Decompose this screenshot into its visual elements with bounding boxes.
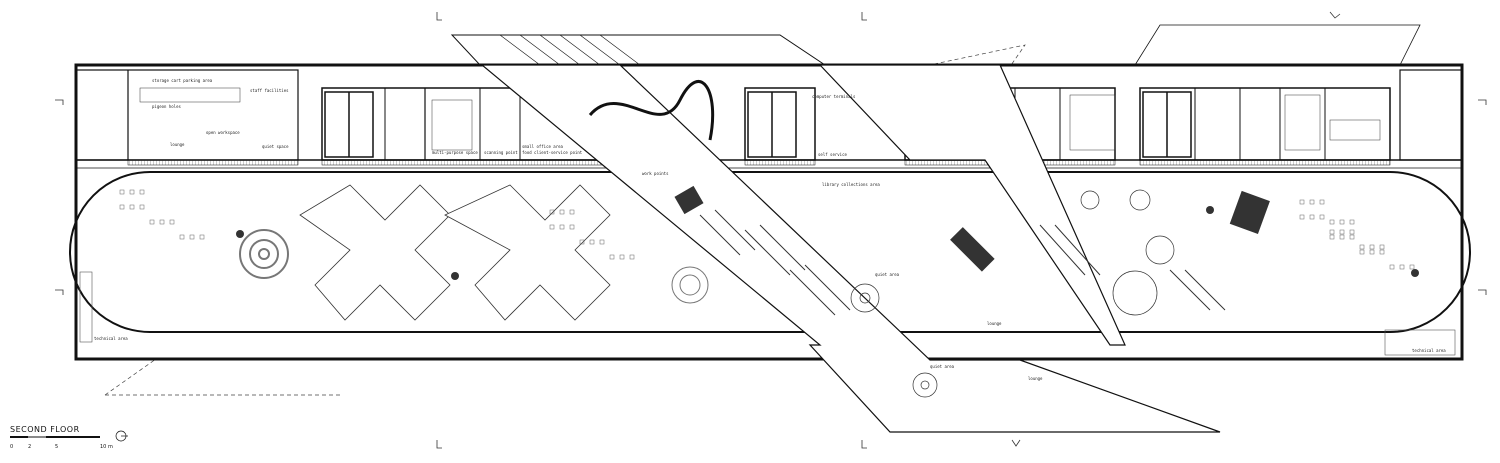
- scale-label-0: 0: [10, 444, 13, 450]
- scale-label-5: 5: [55, 444, 58, 450]
- label-scanning-point: scanning point: [484, 150, 518, 155]
- drawing-title: SECOND FLOOR: [10, 425, 80, 434]
- label-storage-cart: storage cart parking area: [152, 78, 213, 83]
- label-lounge-left: lounge: [170, 142, 185, 147]
- main-hall: [69, 171, 1471, 333]
- label-open-workspace: open workspace: [206, 130, 240, 135]
- work-points: [674, 185, 1270, 272]
- scale-label-10: 10 m: [100, 444, 113, 450]
- label-self-service: self service: [818, 152, 847, 157]
- label-small-office: small office area: [522, 144, 564, 149]
- top-rooms-band: [75, 69, 1463, 169]
- ring-feature: [239, 229, 709, 304]
- label-technical-left: technical area: [94, 336, 128, 341]
- seating-clusters: [119, 189, 1415, 270]
- label-technical-right: technical area: [1412, 348, 1446, 353]
- round-tables: [850, 189, 1175, 398]
- columns: [236, 206, 1419, 280]
- label-staff-facilities: staff facilities: [250, 88, 289, 93]
- label-library-collections: library collections area: [822, 182, 880, 187]
- scale-label-2: 2: [28, 444, 31, 450]
- label-food-client: food client-service point: [522, 150, 583, 155]
- label-quiet-area-mid: quiet area: [875, 272, 900, 277]
- label-lounge-mid: lounge: [987, 321, 1002, 326]
- cross-shapes: [299, 184, 611, 321]
- label-quiet-area-bottom: quiet area: [930, 364, 955, 369]
- technical-area-right: [1384, 329, 1456, 356]
- label-lounge-bottom: lounge: [1028, 376, 1043, 381]
- room-labels: storage cart parking area staff faciliti…: [94, 78, 1446, 381]
- roof-element-right: [1134, 24, 1421, 66]
- technical-area-left: [79, 271, 93, 343]
- label-work-points: work points: [642, 171, 669, 176]
- serpentine-desk: [588, 80, 715, 141]
- label-quiet-space: quiet space: [262, 144, 289, 149]
- label-multi-purpose: multi-purpose space: [432, 150, 478, 155]
- room-furniture: [139, 87, 1381, 151]
- diagonal-bridge: [480, 64, 1221, 433]
- label-pigeon-holes: pigeon holes: [152, 104, 181, 109]
- section-markers: [55, 11, 1487, 449]
- top-bridge: [450, 34, 827, 66]
- scale-bar: 0 2 5 10 m: [10, 430, 128, 450]
- label-computer-terminals: computer terminals: [812, 94, 856, 99]
- library-shelves: [699, 209, 1226, 316]
